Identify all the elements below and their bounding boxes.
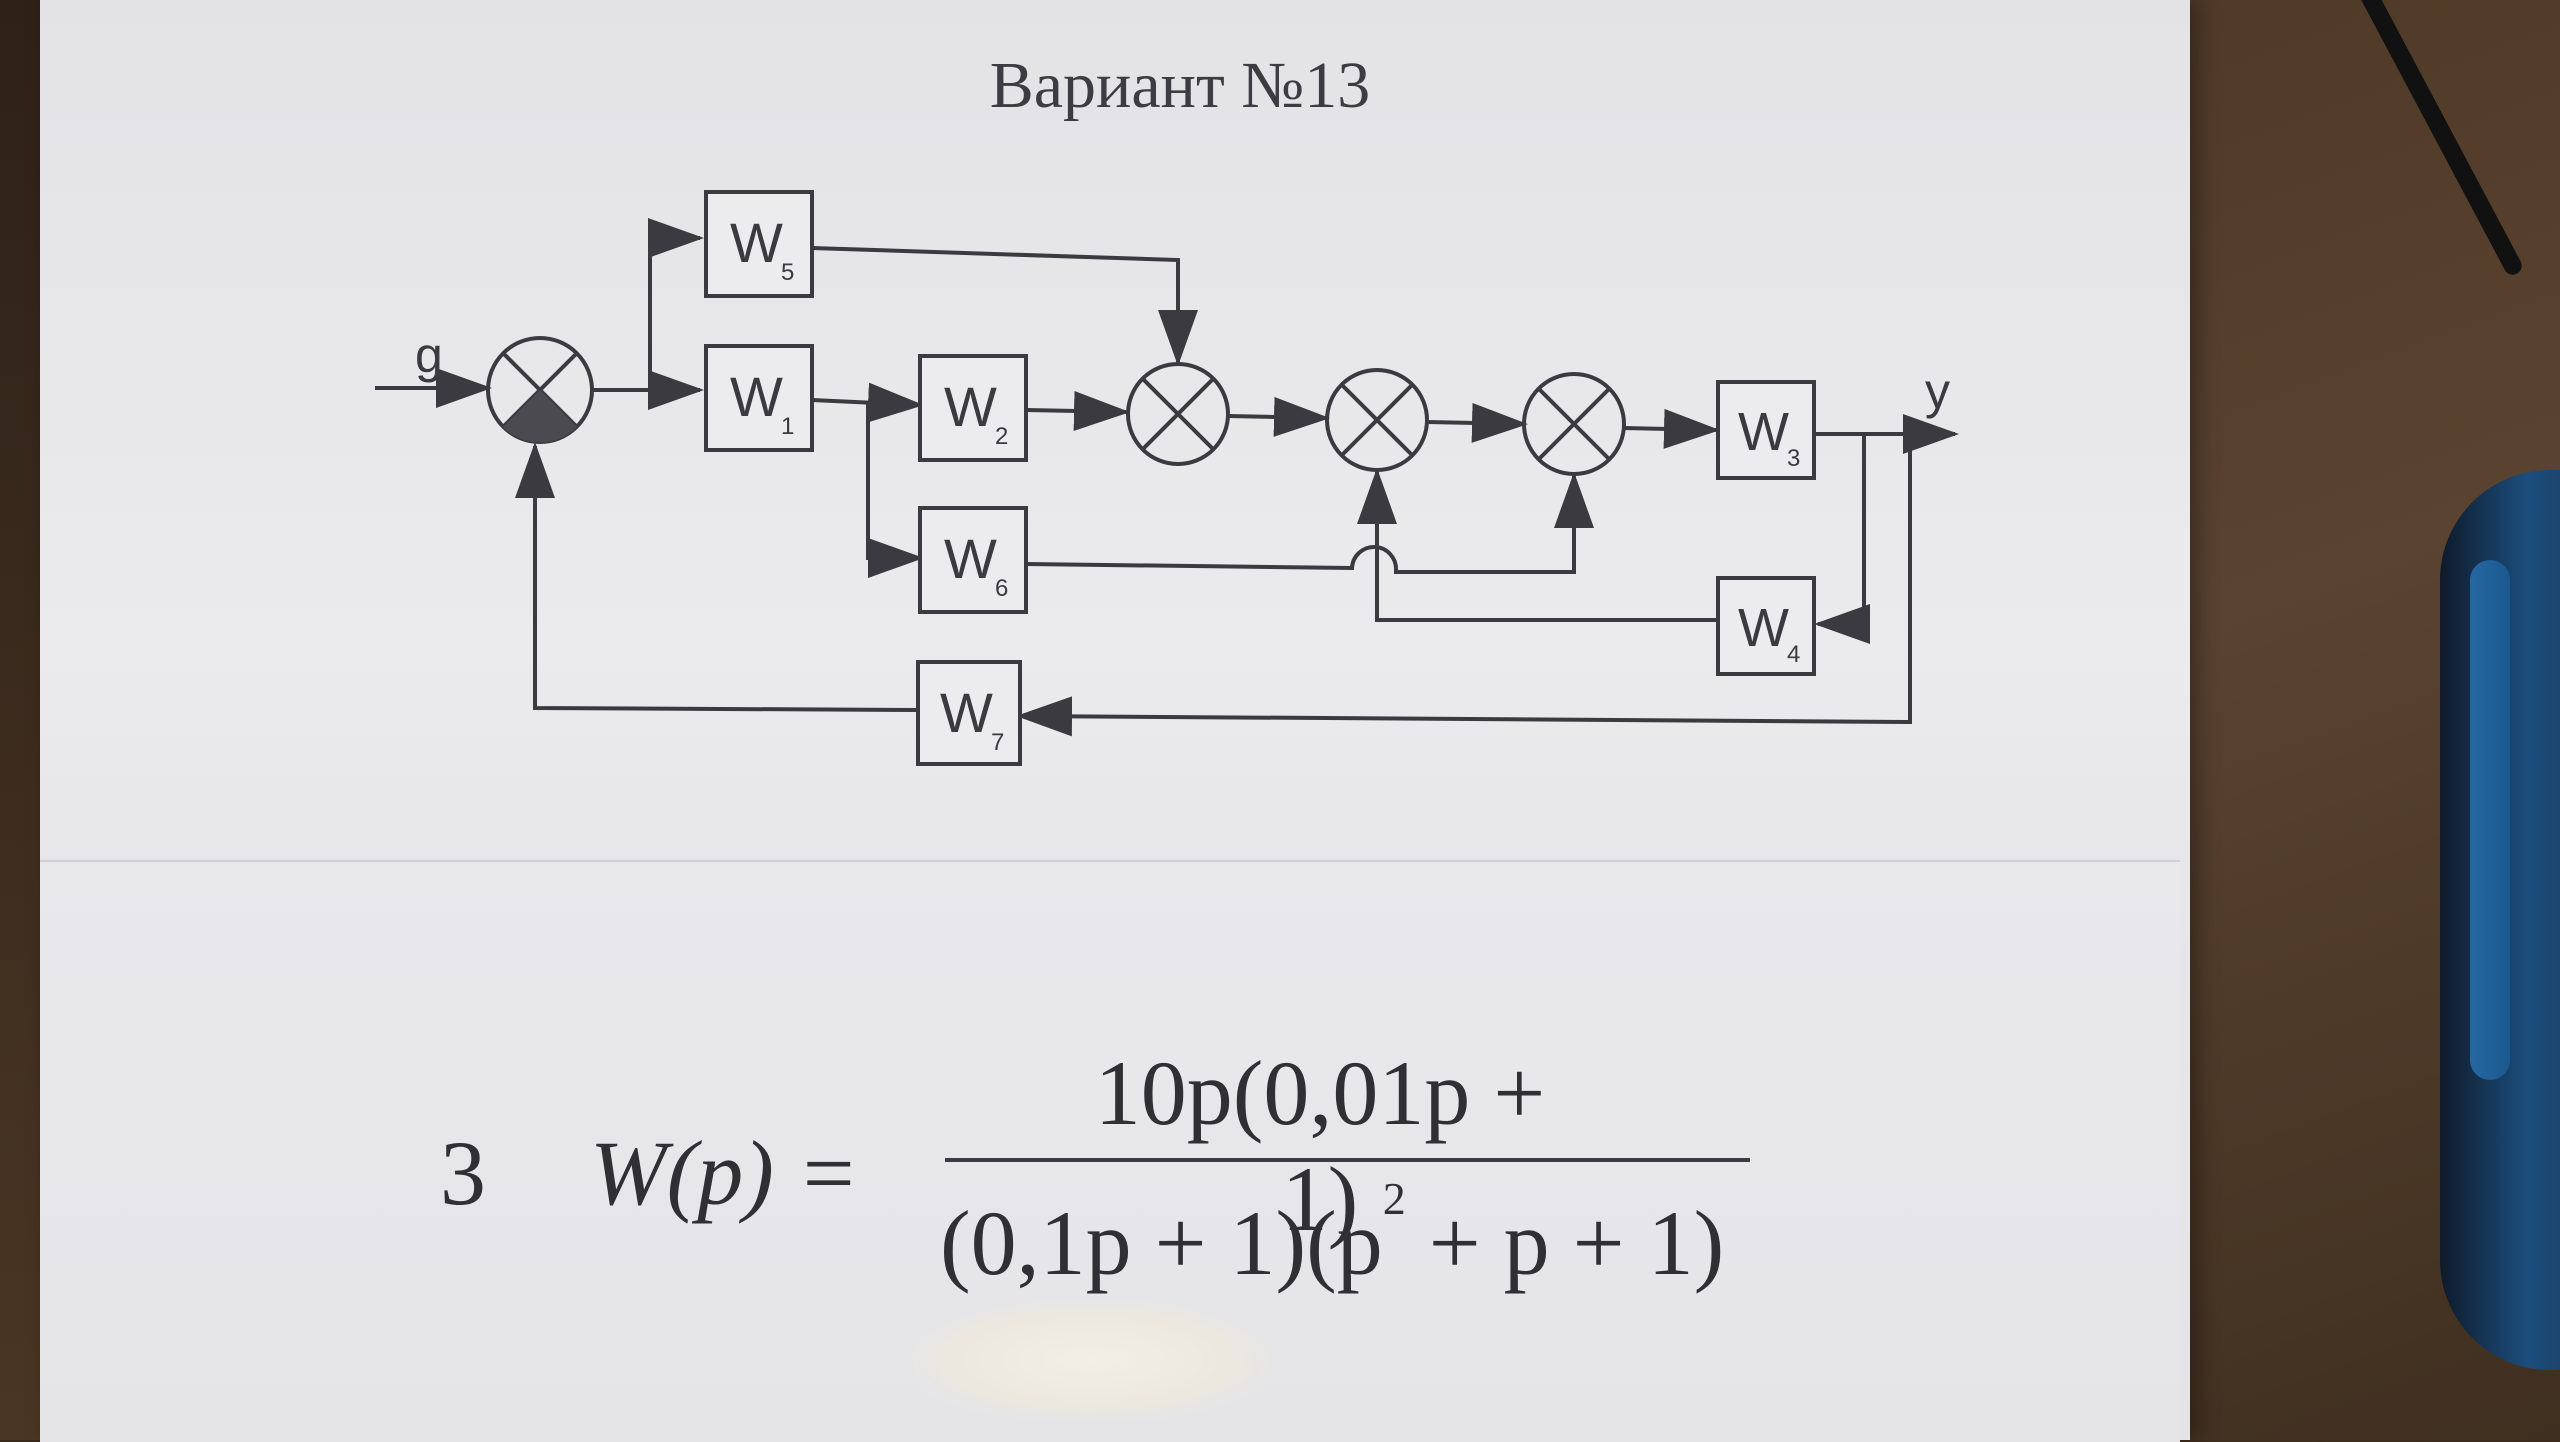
block-w5 <box>704 190 814 298</box>
block-w3 <box>1716 380 1816 480</box>
summing-negative-sector <box>503 390 577 443</box>
denominator-exponent: 2 <box>1382 1173 1406 1225</box>
denominator-part-b: + p + 1) <box>1405 1192 1725 1294</box>
block-w7-sub: 7 <box>991 729 1004 756</box>
block-w3-label: W <box>1738 402 1789 462</box>
block-w3-sub: 3 <box>1787 445 1800 472</box>
block-w6-sub: 6 <box>995 575 1008 602</box>
formula-number: 3 <box>440 1122 486 1224</box>
block-w6 <box>918 506 1028 614</box>
block-w2 <box>918 354 1028 462</box>
block-w1 <box>704 344 814 452</box>
transfer-function: 3 W(p) = 10p(0,01p + 1) (0,1p + 1)(p2 + … <box>440 1040 1750 1320</box>
block-w1-label: W <box>730 365 783 428</box>
white-smudge <box>910 1300 1270 1420</box>
block-w5-sub: 5 <box>781 259 794 286</box>
variant-title: Вариант №13 <box>989 49 1371 122</box>
formula-numerator: 10p(0,01p + 1) <box>1094 1042 1546 1250</box>
block-w2-sub: 2 <box>995 423 1008 450</box>
block-w4-label: W <box>1738 598 1789 658</box>
input-label: g <box>415 327 443 383</box>
block-w7-label: W <box>940 681 993 744</box>
block-w4-sub: 4 <box>1787 641 1800 668</box>
formula-lhs: W(p) = <box>590 1122 859 1224</box>
summing-junction-1 <box>1126 362 1230 466</box>
block-w4 <box>1716 576 1816 676</box>
block-w2-label: W <box>944 375 997 438</box>
block-w7 <box>916 660 1022 766</box>
mouse-highlight <box>2470 560 2510 1080</box>
block-w5-label: W <box>730 211 783 274</box>
output-label: y <box>1925 363 1950 419</box>
block-w6-label: W <box>944 527 997 590</box>
block-w1-sub: 1 <box>781 413 794 440</box>
denominator-part-a: (0,1p + 1)(p <box>940 1192 1383 1294</box>
fraction-bar <box>945 1158 1750 1162</box>
formula-denominator: (0,1p + 1)(p2 + p + 1) <box>940 1173 1725 1296</box>
